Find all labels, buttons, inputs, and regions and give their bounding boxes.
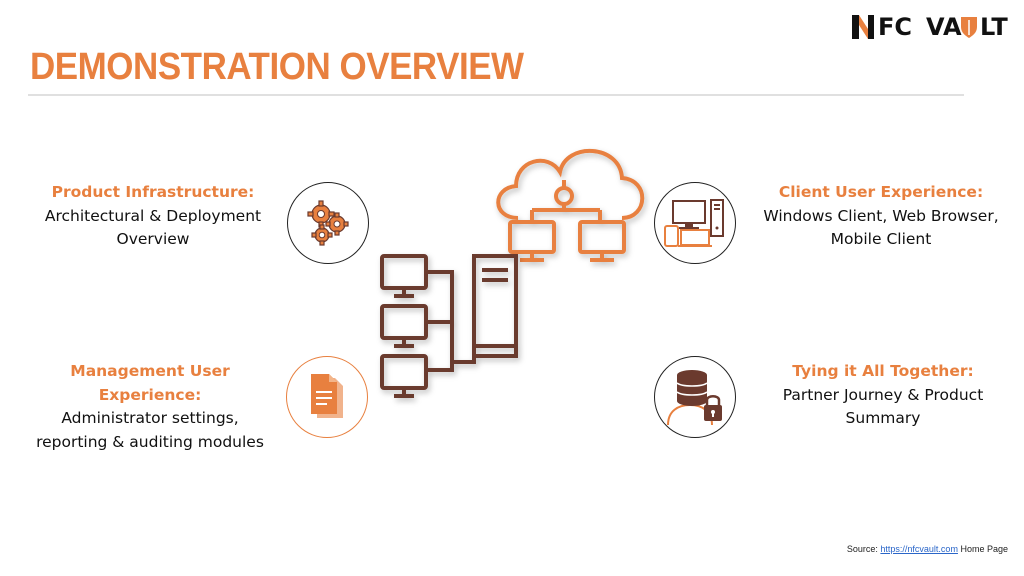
- client-icon-circle: [654, 182, 736, 264]
- client-line1: Windows Client, Web Browser,: [763, 206, 999, 225]
- section-management: Management User Experience: Administrato…: [28, 360, 272, 454]
- server-and-monitors-icon: [380, 254, 518, 398]
- nfc-vault-logo: FC VA LT: [850, 12, 1015, 42]
- management-line1: Administrator settings,: [61, 409, 239, 427]
- infrastructure-heading: Product Infrastructure:: [51, 183, 255, 201]
- logo-text-va: VA: [926, 13, 962, 41]
- client-line2: Mobile Client: [830, 230, 932, 248]
- cloud-network-diagram: [380, 148, 645, 398]
- infrastructure-line2: Overview: [116, 230, 190, 248]
- infrastructure-icon-circle: [287, 182, 369, 264]
- source-suffix: Home Page: [960, 544, 1008, 554]
- section-infrastructure: Product Infrastructure: Architectural & …: [28, 181, 278, 252]
- section-together: Tying it All Together: Partner Journey &…: [756, 360, 1010, 431]
- logo-shield-icon: [961, 17, 977, 38]
- source-footnote: Source: https://nfcvault.com Home Page: [847, 544, 1008, 554]
- logo-text-fc: FC: [878, 13, 913, 41]
- logo-text-lt: LT: [980, 13, 1008, 41]
- source-link[interactable]: https://nfcvault.com: [880, 544, 958, 554]
- management-icon-circle: [286, 356, 368, 438]
- management-line2: reporting & auditing modules: [36, 432, 264, 451]
- gears-icon: [307, 200, 349, 246]
- documents-icon: [311, 374, 343, 418]
- together-icon-circle: [654, 356, 736, 438]
- infrastructure-line1: Architectural & Deployment: [44, 206, 262, 225]
- management-heading-line2: Experience:: [98, 385, 202, 404]
- source-label: Source:: [846, 544, 878, 554]
- database-user-lock-icon: [667, 370, 722, 426]
- together-line1: Partner Journey & Product: [782, 385, 984, 404]
- section-client: Client User Experience: Windows Client, …: [748, 181, 1014, 252]
- devices-icon: [664, 199, 724, 247]
- together-line2: Summary: [845, 409, 921, 427]
- cloud-icon: [496, 148, 645, 262]
- client-heading: Client User Experience:: [778, 183, 984, 201]
- title-divider: [28, 94, 964, 96]
- management-heading-line1: Management User: [70, 362, 230, 380]
- together-heading: Tying it All Together:: [792, 362, 974, 380]
- page-title: DEMONSTRATION OVERVIEW: [30, 46, 524, 88]
- logo-n-shield-icon: [852, 15, 874, 39]
